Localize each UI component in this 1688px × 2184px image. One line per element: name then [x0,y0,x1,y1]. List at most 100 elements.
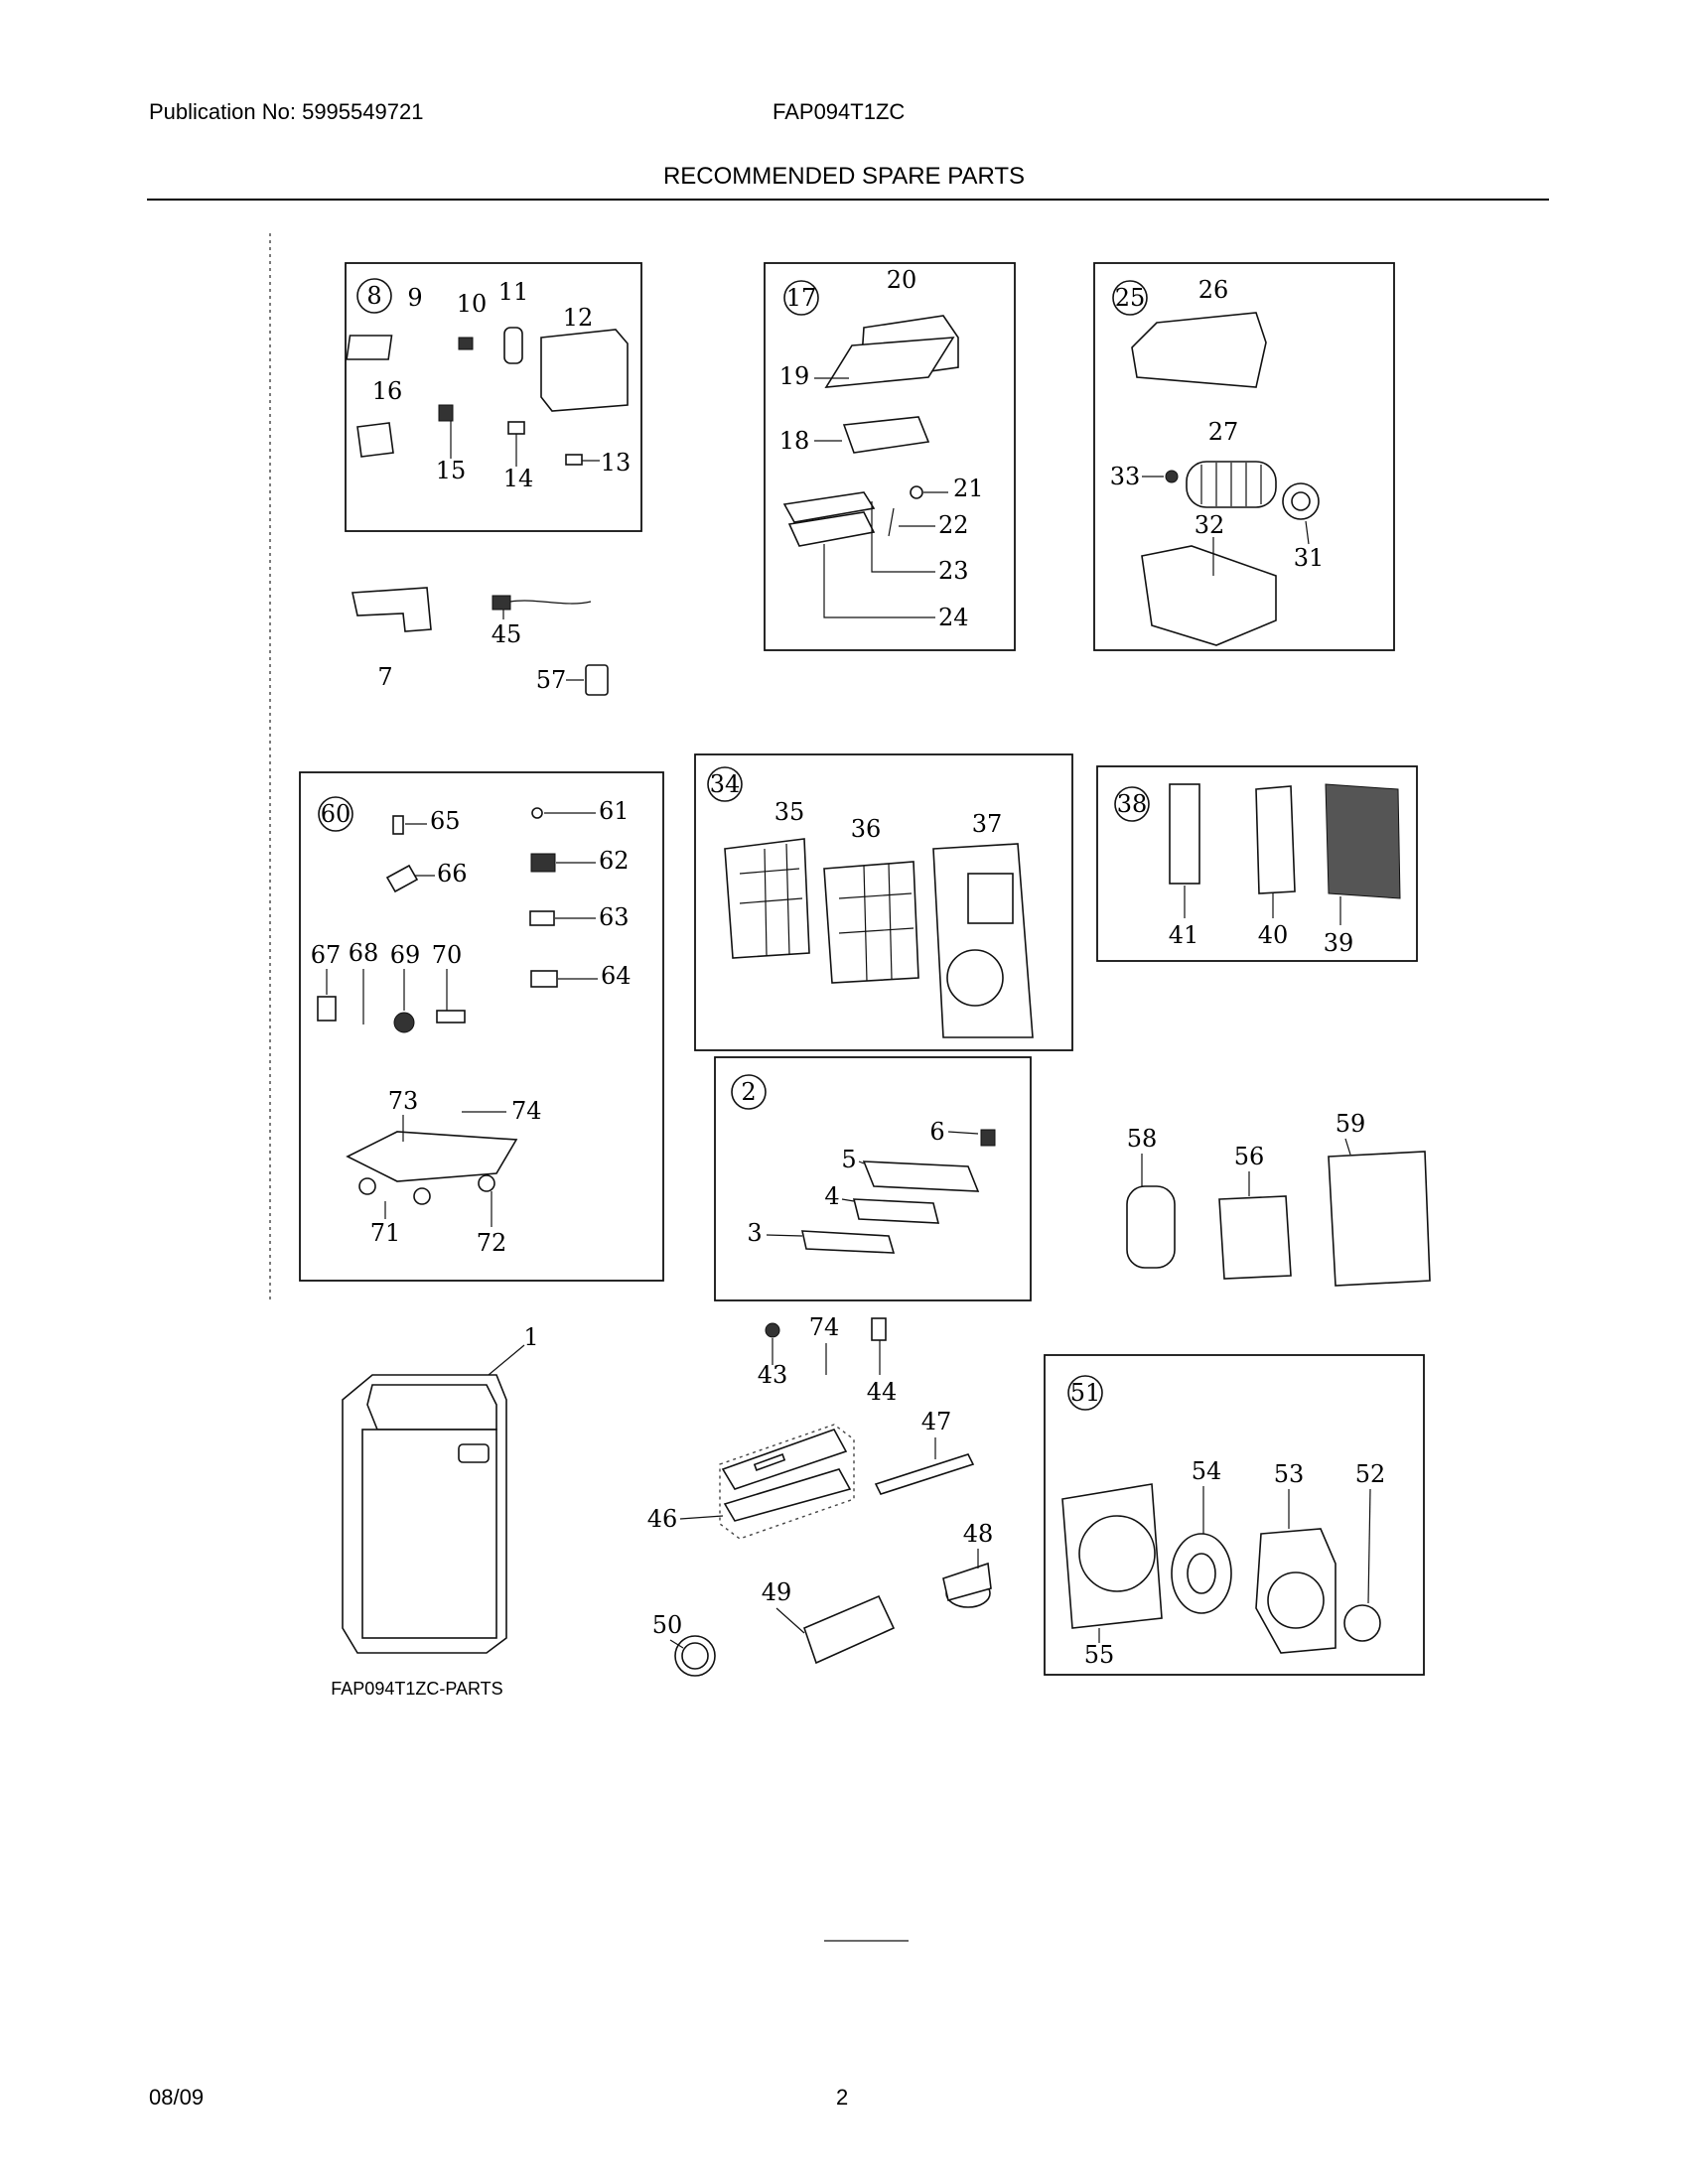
page-title: RECOMMENDED SPARE PARTS [662,163,1026,190]
sensor-part [458,337,474,350]
label-68: 68 [349,939,379,967]
model-number: FAP094T1ZC [773,99,906,124]
label-9: 9 [407,284,422,312]
pcb-3-part [800,1230,896,1254]
label-13: 13 [601,449,632,477]
pcb-5-part [862,1160,980,1192]
label-61: 61 [599,797,630,825]
display-panel-part [346,335,393,360]
label-48: 48 [963,1520,994,1548]
label-66: 66 [437,860,468,887]
label-41: 41 [1169,921,1199,949]
label-44: 44 [867,1378,898,1406]
loose-parts-43-44-74: 43 74 44 [758,1313,898,1406]
label-50: 50 [652,1611,683,1639]
pcb-4-part [852,1198,940,1224]
label-26: 26 [1198,276,1229,304]
group-38-box: 38 41 40 39 [1096,765,1418,962]
control-board-part [356,422,394,458]
footer-date: 08/09 [149,2085,205,2110]
label-7: 7 [377,663,392,691]
filter-40-part [1255,785,1296,894]
louver-frame-part [842,416,930,454]
group-2-box: 2 6 5 4 3 [714,1056,1032,1301]
header-rule [147,199,1549,201]
blower-motor-part [1343,1604,1381,1642]
label-52: 52 [1355,1460,1386,1488]
group-8-box: 8 9 10 11 12 16 15 14 13 [345,262,642,532]
power-cord-plug [492,595,511,611]
exhaust-hose-part [803,1594,896,1665]
label-45: 45 [492,620,522,648]
label-43: 43 [758,1361,788,1389]
relay-part [507,421,525,435]
label-34: 34 [710,770,741,798]
label-32: 32 [1195,511,1225,539]
electrical-box-part [540,329,629,412]
label-58: 58 [1127,1125,1158,1153]
label-21: 21 [953,475,984,502]
label-53: 53 [1274,1460,1305,1488]
label-22: 22 [938,511,969,539]
label-5: 5 [841,1146,856,1173]
label-23: 23 [938,557,969,585]
diagram-caption: FAP094T1ZC-PARTS [331,1679,502,1699]
label-60: 60 [321,800,352,828]
label-24: 24 [938,604,969,631]
group-8-circle [356,278,392,314]
label-74b: 74 [809,1313,840,1341]
label-70: 70 [432,941,463,969]
label-46: 46 [647,1505,678,1533]
group-51-box: 51 54 53 52 55 [1044,1354,1425,1676]
deflector-lower-part [787,511,876,547]
label-1: 1 [523,1323,538,1351]
label-37: 37 [972,810,1003,838]
base-pan-part [346,1131,518,1182]
label-17: 17 [786,284,817,312]
filter-41-part [1169,783,1200,885]
group-34-box: 34 35 36 37 [694,753,1073,1051]
label-62: 62 [599,847,630,875]
label-40: 40 [1258,921,1289,949]
label-6: 6 [929,1118,944,1146]
label-20: 20 [887,266,917,294]
label-19: 19 [779,362,810,390]
label-16: 16 [372,377,403,405]
filter-frame-part [823,861,919,984]
label-25: 25 [1115,284,1146,312]
label-33: 33 [1110,463,1141,490]
label-69: 69 [390,941,421,969]
label-12: 12 [563,304,594,332]
label-11: 11 [498,278,529,306]
label-72: 72 [477,1229,507,1257]
deflector-upper-part [782,491,876,523]
label-64: 64 [601,962,632,990]
group-17-box: 17 20 19 18 21 22 23 24 [764,262,1016,651]
remote-control-part [585,664,609,696]
label-10: 10 [457,290,488,318]
louver-grille-part [824,337,955,388]
label-65: 65 [430,807,461,835]
label-18: 18 [779,427,810,455]
loose-parts-56-58-59: 58 56 59 [1126,1110,1431,1287]
loose-parts-7-45-57: 7 45 57 [352,587,609,696]
evaporator-part [1328,1151,1431,1287]
lower-volute-part [1141,545,1277,646]
label-47: 47 [921,1408,952,1435]
label-67: 67 [311,941,342,969]
publication-number: Publication No: 5995549721 [149,99,424,124]
part-7-cover [352,587,432,632]
label-59: 59 [1336,1110,1366,1138]
terminal-part [565,454,583,466]
label-51: 51 [1070,1379,1101,1407]
cabinet-part-1: 1 [342,1323,539,1654]
label-15: 15 [436,457,467,484]
label-27: 27 [1208,418,1239,446]
label-31: 31 [1294,544,1325,572]
label-73: 73 [388,1087,419,1115]
label-4: 4 [824,1182,839,1210]
filter-39-part [1325,783,1401,899]
compressor-part [1126,1185,1176,1269]
label-55: 55 [1084,1641,1115,1669]
label-35: 35 [774,798,805,826]
